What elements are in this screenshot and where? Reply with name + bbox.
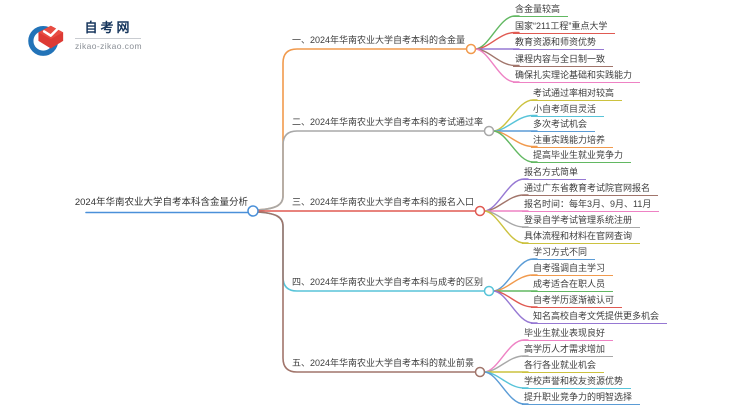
site-logo[interactable]: 自考网 zikao-zikao.com	[28, 20, 142, 63]
leaf-label[interactable]: 国家“211工程”重点大学	[513, 20, 616, 34]
branch-line	[256, 130, 486, 211]
leaf-line	[492, 290, 538, 324]
leaf-label[interactable]: 课程内容与全日制一致	[513, 53, 614, 67]
branch-node-circle[interactable]	[474, 205, 486, 217]
leaf-label[interactable]: 登录自学考试管理系统注册	[522, 214, 641, 228]
root-node-circle[interactable]	[247, 205, 259, 217]
branch-node-circle[interactable]	[465, 43, 477, 55]
leaf-label[interactable]: 注重实践能力培养	[531, 134, 614, 148]
leaf-label[interactable]: 知名高校自考文凭提供更多机会	[531, 310, 668, 324]
site-name: 自考网	[84, 20, 133, 35]
leaf-label[interactable]: 报名时间：每年3月、9月、11月	[522, 198, 660, 212]
leaf-line	[483, 210, 529, 244]
leaf-label[interactable]: 自考学历逐渐被认可	[531, 294, 623, 308]
leaf-label[interactable]: 多次考试机会	[531, 118, 596, 132]
leaf-label[interactable]: 提高毕业生就业竞争力	[531, 149, 632, 163]
branch-line	[256, 211, 477, 373]
leaf-label[interactable]: 自考强调自主学习	[531, 262, 614, 276]
leaf-label[interactable]: 学校声誉和校友资源优势	[522, 375, 632, 389]
branch-line	[256, 48, 468, 211]
graduation-cap-icon	[28, 20, 66, 63]
leaf-line	[492, 130, 538, 163]
leaf-label[interactable]: 确保扎实理论基础和实践能力	[513, 69, 641, 83]
leaf-label[interactable]: 学习方式不同	[531, 246, 596, 260]
leaf-label[interactable]: 具体流程和材料在官网查询	[522, 230, 641, 244]
leaf-label[interactable]: 报名方式简单	[522, 166, 587, 180]
mindmap-root-label[interactable]: 2024年华南农业大学自考本科含金量分析	[74, 197, 248, 208]
branch-label[interactable]: 二、2024年华南农业大学自考本科的考试通过率	[291, 117, 483, 127]
leaf-label[interactable]: 小自考项目灵活	[531, 103, 605, 117]
leaf-label[interactable]: 考试通过率相对较高	[531, 87, 623, 101]
leaf-label[interactable]: 高学历人才需求增加	[522, 343, 614, 357]
branch-label[interactable]: 三、2024年华南农业大学自考本科的报名入口	[291, 197, 474, 207]
branch-node-circle[interactable]	[474, 366, 486, 378]
branch-node-circle[interactable]	[483, 285, 495, 297]
leaf-label[interactable]: 成考适合在职人员	[531, 278, 614, 292]
branch-node-circle[interactable]	[483, 125, 495, 137]
leaf-label[interactable]: 各行各业就业机会	[522, 359, 605, 373]
site-domain: zikao-zikao.com	[75, 41, 142, 51]
leaf-label[interactable]: 含金量较高	[513, 3, 569, 17]
leaf-label[interactable]: 通过广东省教育考试院官网报名	[522, 182, 659, 196]
branch-label[interactable]: 四、2024年华南农业大学自考本科与成考的区别	[291, 277, 483, 287]
leaf-line	[474, 48, 520, 83]
logo-divider	[75, 38, 142, 39]
leaf-label[interactable]: 提升职业竞争力的明智选择	[522, 391, 641, 405]
leaf-label[interactable]: 教育资源和师资优势	[513, 36, 605, 50]
branch-label[interactable]: 一、2024年华南农业大学自考本科的含金量	[291, 35, 465, 45]
leaf-line	[483, 371, 529, 405]
leaf-label[interactable]: 毕业生就业表现良好	[522, 327, 614, 341]
branch-label[interactable]: 五、2024年华南农业大学自考本科的就业前景	[291, 358, 474, 368]
